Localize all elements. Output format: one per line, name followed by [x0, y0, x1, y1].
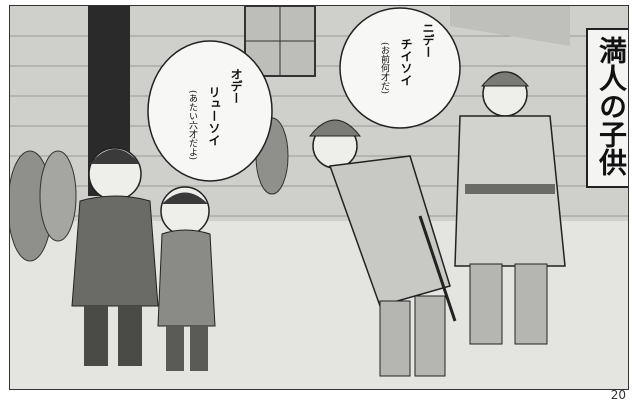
bubble-right-gloss: (お前何才だ)	[379, 42, 389, 95]
boy-left	[71, 147, 159, 366]
title: 満人の子供	[595, 36, 628, 176]
title-box: 満人の子供	[586, 28, 628, 188]
soldier-standing	[454, 71, 566, 345]
scene-illustration	[10, 6, 628, 389]
bubble-left-gloss: (あたい六才だよ)	[187, 90, 197, 161]
bubble-left-line2: リューソイ	[207, 86, 221, 146]
roof	[450, 6, 570, 46]
soldier-bending	[308, 119, 457, 377]
bubble-right-line2: チイソイ	[399, 38, 413, 86]
bubble-right-line1: ニデー	[421, 22, 435, 58]
speech-bubble-right	[339, 7, 461, 129]
page-number: 20	[610, 388, 626, 402]
bubble-left-line1: オデー	[229, 68, 243, 104]
comic-panel: 満人の子供 オデー リューソイ (あたい六才だよ) ニデー チイソイ (お前何才…	[9, 5, 629, 390]
speech-bubble-left	[147, 40, 273, 182]
boy-right	[157, 186, 216, 371]
